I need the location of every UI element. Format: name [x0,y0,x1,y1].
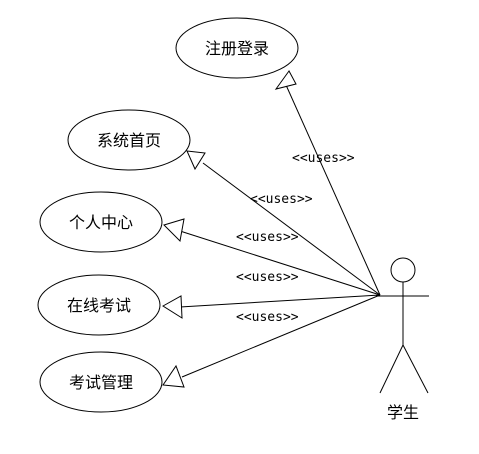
arrowhead-register [274,70,297,90]
use-case-exam-management[interactable]: 考试管理 [39,351,163,413]
uses-label-manage: <<uses>> [236,310,299,325]
use-case-ellipse [37,274,161,336]
arrowhead-home [186,150,206,171]
use-case-ellipse [175,17,299,79]
relation-line-personal [179,230,381,296]
use-case-label: 系统首页 [97,131,161,150]
use-case-label: 在线考试 [67,296,131,315]
use-case-label: 个人中心 [69,213,133,232]
relation-line-exam [179,294,381,308]
actor-right-leg [402,344,429,394]
actor-head [390,257,416,283]
use-case-label: 注册登录 [205,39,269,58]
actor-label: 学生 [387,403,419,422]
actor-left-leg [379,344,404,394]
use-case-home[interactable]: 系统首页 [67,109,191,171]
use-case-personal-center[interactable]: 个人中心 [39,191,163,253]
use-case-register[interactable]: 注册登录 [175,17,299,79]
arrowhead-manage [162,364,185,388]
use-case-ellipse [39,191,163,253]
relation-line-home [202,162,381,296]
use-case-ellipse [67,109,191,171]
uses-label-personal: <<uses>> [236,230,299,245]
use-case-online-exam[interactable]: 在线考试 [37,274,161,336]
use-case-label: 考试管理 [69,373,133,392]
use-case-ellipse [39,351,163,413]
uses-label-register: <<uses>> [292,151,355,166]
uses-label-home: <<uses>> [250,192,313,207]
actor-student[interactable]: 学生 [376,257,429,422]
relation-line-manage [181,294,381,378]
relation-line-register [285,84,381,296]
arrowhead-personal [163,218,185,243]
uses-label-exam: <<uses>> [236,270,299,285]
arrowhead-exam [162,295,183,319]
